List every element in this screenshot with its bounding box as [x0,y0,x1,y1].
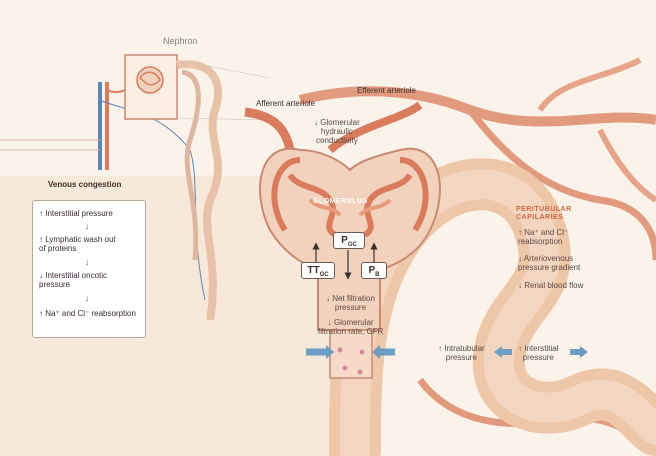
intratubular-line: ↑ Intratubular [438,344,485,353]
cascade-step-line: of proteins [39,244,116,253]
glomerular-conductivity-label: ↓ Glomerular hydraulic conductivity [314,118,360,146]
efferent-arteriole-label: Efferent arteriole [357,86,416,95]
cascade-step: ↑ Na⁺ and Cl⁻ reabsorption [39,309,136,318]
peritubular-item: ↑ Na⁺ and Cl⁻ reabsorption [518,228,568,246]
glomerular-conductivity-line: hydraulic [314,127,360,136]
cascade-step-line: ↑ Na⁺ and Cl⁻ reabsorption [39,309,136,318]
pgc-symbol: P [341,235,348,246]
ttgc-box: TTGC [301,262,335,279]
pb-box: PB [361,262,387,279]
interstitial-line: pressure [518,353,558,362]
peritubular-item: ↓ Renal blood flow [518,281,583,290]
gfr-label: ↓ Glomerular filtration rate, GFR [318,318,383,336]
down-arrow-icon: ↓ [85,221,90,231]
cascade-step: ↑ Lymphatic wash out of proteins [39,235,116,253]
ttgc-symbol: TT [307,265,319,276]
interstitial-line: ↑ Interstitial [518,344,558,353]
gfr-line: ↓ Glomerular [318,318,383,327]
cascade-step: ↑ Interstitial pressure [39,209,113,218]
ttgc-subscript: GC [320,272,329,278]
afferent-arteriole-label: Afferent arteriole [256,99,315,108]
glomerulus-label: GLOMERULUS [313,198,368,206]
venous-congestion-label: Venous congestion [48,180,121,189]
gfr-line: filtration rate, GFR [318,327,383,336]
peritubular-item: ↓ Arteriovenous pressure gradient [518,254,580,272]
peritubular-title-line: CAPILARIES [516,214,572,222]
nephron-label: Nephron [163,36,198,46]
cascade-step: ↓ Interstitial oncotic pressure [39,271,107,289]
net-filtration-label: ↓ Net filtration pressure [326,294,375,312]
peritubular-item-line: ↓ Arteriovenous [518,254,580,263]
peritubular-item-line: pressure gradient [518,263,580,272]
cascade-step-line: ↑ Lymphatic wash out [39,235,116,244]
peritubular-item-line: reabsorption [518,237,568,246]
glomerular-conductivity-line: ↓ Glomerular [314,118,360,127]
interstitial-pressure-label: ↑ Interstitial pressure [518,344,558,362]
peritubular-item-line: ↑ Na⁺ and Cl⁻ [518,228,568,237]
down-arrow-icon: ↓ [85,293,90,303]
glomerular-conductivity-line: conductivity [314,136,360,145]
net-filtration-line: pressure [326,303,375,312]
intratubular-line: pressure [438,353,485,362]
intratubular-pressure-label: ↑ Intratubular pressure [438,344,485,362]
pgc-box: PGC [333,232,365,249]
peritubular-title: PERITUBULAR CAPILARIES [516,206,572,222]
cascade-step-line: pressure [39,280,107,289]
net-filtration-line: ↓ Net filtration [326,294,375,303]
peritubular-title-line: PERITUBULAR [516,206,572,214]
cascade-step-line: ↓ Interstitial oncotic [39,271,107,280]
down-arrow-icon: ↓ [85,257,90,267]
peritubular-item-line: ↓ Renal blood flow [518,281,583,290]
pgc-subscript: GC [348,242,357,248]
cascade-step-line: ↑ Interstitial pressure [39,209,113,218]
pb-subscript: B [375,272,379,278]
cascade-panel: ↑ Interstitial pressure ↓ ↑ Lymphatic wa… [32,200,146,338]
